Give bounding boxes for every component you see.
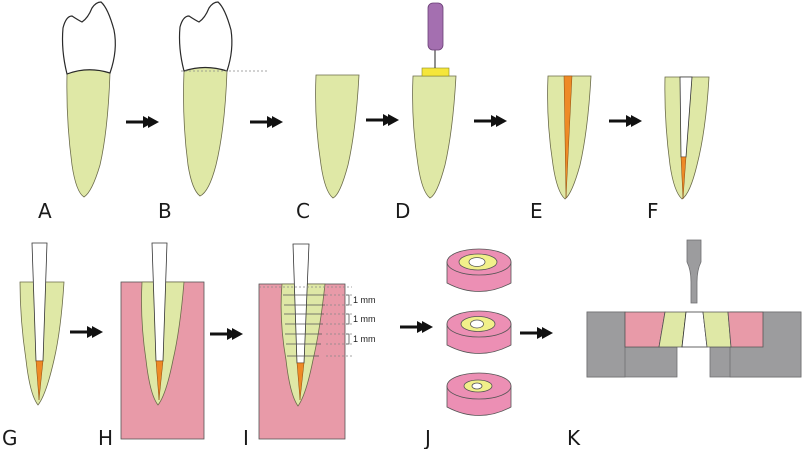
step-f-post-space: F xyxy=(647,76,710,223)
section-thickness-label-3: 1 mm xyxy=(353,334,376,344)
root-dentin xyxy=(547,75,592,200)
arrow-b-c xyxy=(250,116,283,128)
arrow-d-e xyxy=(474,115,507,127)
step-label-e: E xyxy=(530,199,543,223)
crown xyxy=(178,1,233,72)
arrow-c-d xyxy=(366,114,399,126)
file-stopper xyxy=(421,67,450,77)
root-dentin xyxy=(315,74,360,199)
step-label-k: K xyxy=(567,426,581,449)
crown xyxy=(61,1,116,75)
step-label-j: J xyxy=(423,426,431,449)
jig-left-wall xyxy=(586,311,626,378)
slice-resin-left xyxy=(624,311,666,348)
step-g-post-cementation: G xyxy=(2,242,65,449)
residual-gutta-percha xyxy=(35,360,44,401)
file-handle xyxy=(427,2,444,51)
root-dentin xyxy=(66,69,111,198)
residual-gutta-percha xyxy=(155,360,164,401)
step-label-i: I xyxy=(243,426,249,449)
arrow-g-h xyxy=(70,326,103,338)
section-thickness-label-2: 1 mm xyxy=(353,314,376,324)
step-label-f: F xyxy=(647,199,659,223)
root-dentin xyxy=(183,67,228,197)
step-c-root: C xyxy=(296,74,360,223)
root-dentin xyxy=(412,75,457,199)
step-i-sectioning: 1 mm 1 mm 1 mm I xyxy=(243,243,376,449)
step-k-push-out-test: K xyxy=(567,239,802,449)
step-label-h: H xyxy=(98,426,113,449)
step-b-crown-removal: B xyxy=(158,1,268,223)
step-j-root-slices: J xyxy=(423,248,512,449)
root-slice-bottom xyxy=(446,372,512,416)
section-thickness-label-1: 1 mm xyxy=(353,295,376,305)
step-label-b: B xyxy=(158,199,172,223)
arrow-e-f xyxy=(609,115,642,127)
arrow-j-k xyxy=(520,327,553,339)
residual-gutta-percha xyxy=(680,156,687,200)
step-label-d: D xyxy=(395,199,410,223)
push-out-plunger xyxy=(686,239,702,304)
step-label-c: C xyxy=(296,199,310,223)
step-e-obturation: E xyxy=(530,75,592,223)
slice-resin-right xyxy=(727,311,764,348)
slice-dentin-right xyxy=(702,311,732,348)
arrow-a-b xyxy=(126,116,159,128)
root-slice-top xyxy=(446,248,512,292)
section-brackets xyxy=(346,294,350,345)
residual-gutta-percha xyxy=(296,362,305,401)
arrow-h-i xyxy=(210,328,243,340)
step-label-a: A xyxy=(38,199,52,223)
step-label-g: G xyxy=(2,426,18,449)
step-d-instrumentation: D xyxy=(395,2,457,223)
step-h-embedding: H xyxy=(98,242,205,449)
step-a-intact-tooth: A xyxy=(38,1,116,223)
gutta-percha-fill xyxy=(563,75,573,199)
root-slice-middle xyxy=(446,310,512,354)
arrow-i-j xyxy=(400,321,433,333)
